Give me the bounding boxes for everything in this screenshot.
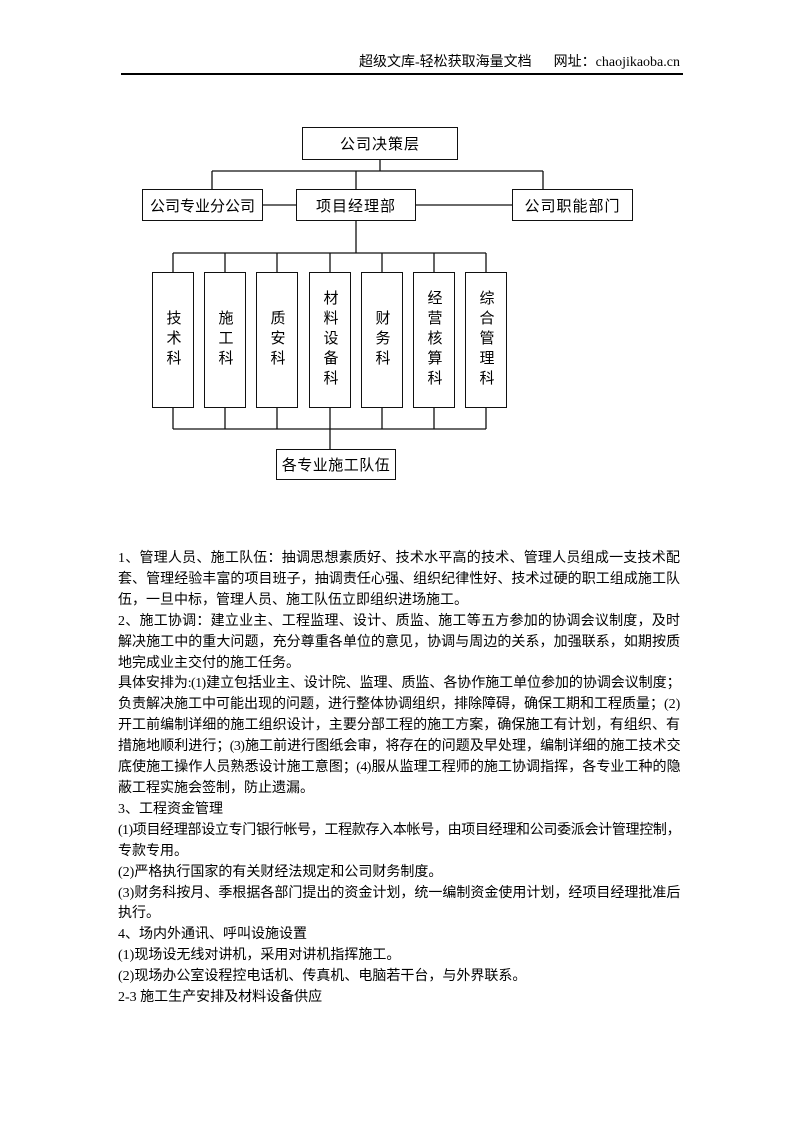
org-box-dept-label: 质安科: [268, 310, 285, 370]
page-header: 超级文库-轻松获取海量文档 网址：chaojikaoba.cn: [359, 55, 680, 71]
paragraph-line: (3)财务科按月、季根据各部门提出的资金计划，统一编制资金使用计划，经项目经理批…: [118, 885, 681, 901]
org-box-dept: 综合管理科: [465, 272, 507, 408]
paragraph-line: 执行。: [118, 906, 160, 922]
paragraph-line: 套、管理经验丰富的项目班子，抽调责任心强、组织纪律性好、技术过硬的职工组成施工队: [118, 571, 680, 587]
org-box-specialized-subsidiaries: 公司专业分公司: [142, 189, 263, 221]
paragraph-line: 伍，一旦中标，管理人员、施工队伍立即组织进场施工。: [118, 592, 468, 608]
org-chart: 公司决策层 公司专业分公司 项目经理部 公司职能部门 技术科 施工科 质安科 材…: [0, 0, 793, 500]
section-heading: 3、工程资金管理: [118, 801, 223, 817]
paragraph-line: 1、管理人员、施工队伍：抽调思想素质好、技术水平高的技术、管理人员组成一支技术配: [118, 551, 680, 566]
org-box-dept: 技术科: [152, 272, 194, 408]
header-site-url: 网址：chaojikaoba.cn: [553, 55, 680, 70]
paragraph-line: 具体安排为:(1)建立包括业主、设计院、监理、质监、各协作施工单位参加的协调会议…: [118, 676, 681, 692]
paragraph-line: 负责解决施工中可能出现的问题，进行整体协调组织，排除障碍，确保工期和工程质量；(…: [118, 697, 681, 713]
org-box-decision-layer: 公司决策层: [302, 127, 458, 160]
org-box-dept-label: 综合管理科: [477, 290, 494, 390]
org-box-dept-label: 施工科: [216, 310, 233, 370]
paragraph-line: 地完成业主交付的施工任务。: [118, 655, 300, 671]
org-box-dept-label: 材料设备科: [321, 290, 338, 390]
header-slogan: 超级文库-轻松获取海量文档: [358, 55, 532, 70]
org-box-project-manager-dept: 项目经理部: [296, 189, 416, 221]
org-box-dept-label: 财务科: [373, 310, 390, 370]
org-box-construction-teams: 各专业施工队伍: [276, 449, 396, 480]
section-heading: 2-3 施工生产安排及材料设备供应: [118, 990, 323, 1006]
paragraph-line: 底使施工操作人员熟悉设计施工意图；(4)服从监理工程师的施工协调指挥，各专业工种…: [118, 760, 681, 776]
org-box-dept-label: 技术科: [164, 310, 181, 370]
paragraph-line: 专款专用。: [118, 843, 188, 859]
org-box-dept-label: 经营核算科: [425, 290, 442, 390]
paragraph-line: (1)项目经理部设立专门银行帐号，工程款存入本帐号，由项目经理和公司委派会计管理…: [118, 822, 681, 838]
paragraph-line: 解决施工中的重大问题，充分尊重各单位的意见，协调与周边的关系，加强联系，如期按质: [118, 634, 680, 650]
paragraph-line: (2)严格执行国家的有关财经法规定和公司财务制度。: [118, 864, 443, 880]
org-box-functional-depts: 公司职能部门: [512, 189, 633, 221]
section-heading: 4、场内外通讯、呼叫设施设置: [118, 927, 307, 943]
paragraph-line: 2、施工协调：建立业主、工程监理、设计、质监、施工等五方参加的协调会议制度，及时: [118, 613, 680, 629]
body-text: 1、管理人员、施工队伍：抽调思想素质好、技术水平高的技术、管理人员组成一支技术配…: [118, 549, 681, 1009]
org-box-dept: 经营核算科: [413, 272, 455, 408]
org-box-dept: 材料设备科: [309, 272, 351, 408]
paragraph-line: 蔽工程实施会签制，防止遗漏。: [118, 780, 314, 796]
org-box-dept: 质安科: [256, 272, 298, 408]
paragraph-line: (1)现场设无线对讲机，采用对讲机指挥施工。: [118, 948, 401, 964]
org-box-dept: 财务科: [361, 272, 403, 408]
org-box-dept: 施工科: [204, 272, 246, 408]
paragraph-line: 开工前编制详细的施工组织设计，主要分部工程的施工方案，确保施工有计划，有组织、有: [118, 718, 680, 734]
paragraph-line: (2)现场办公室设程控电话机、传真机、电脑若干台，与外界联系。: [118, 969, 527, 985]
paragraph-line: 措施地顺利进行；(3)施工前进行图纸会审，将存在的问题及早处理，编制详细的施工技…: [118, 739, 681, 755]
org-chart-connector-lines: [172, 160, 544, 449]
header-rule: [121, 73, 683, 75]
